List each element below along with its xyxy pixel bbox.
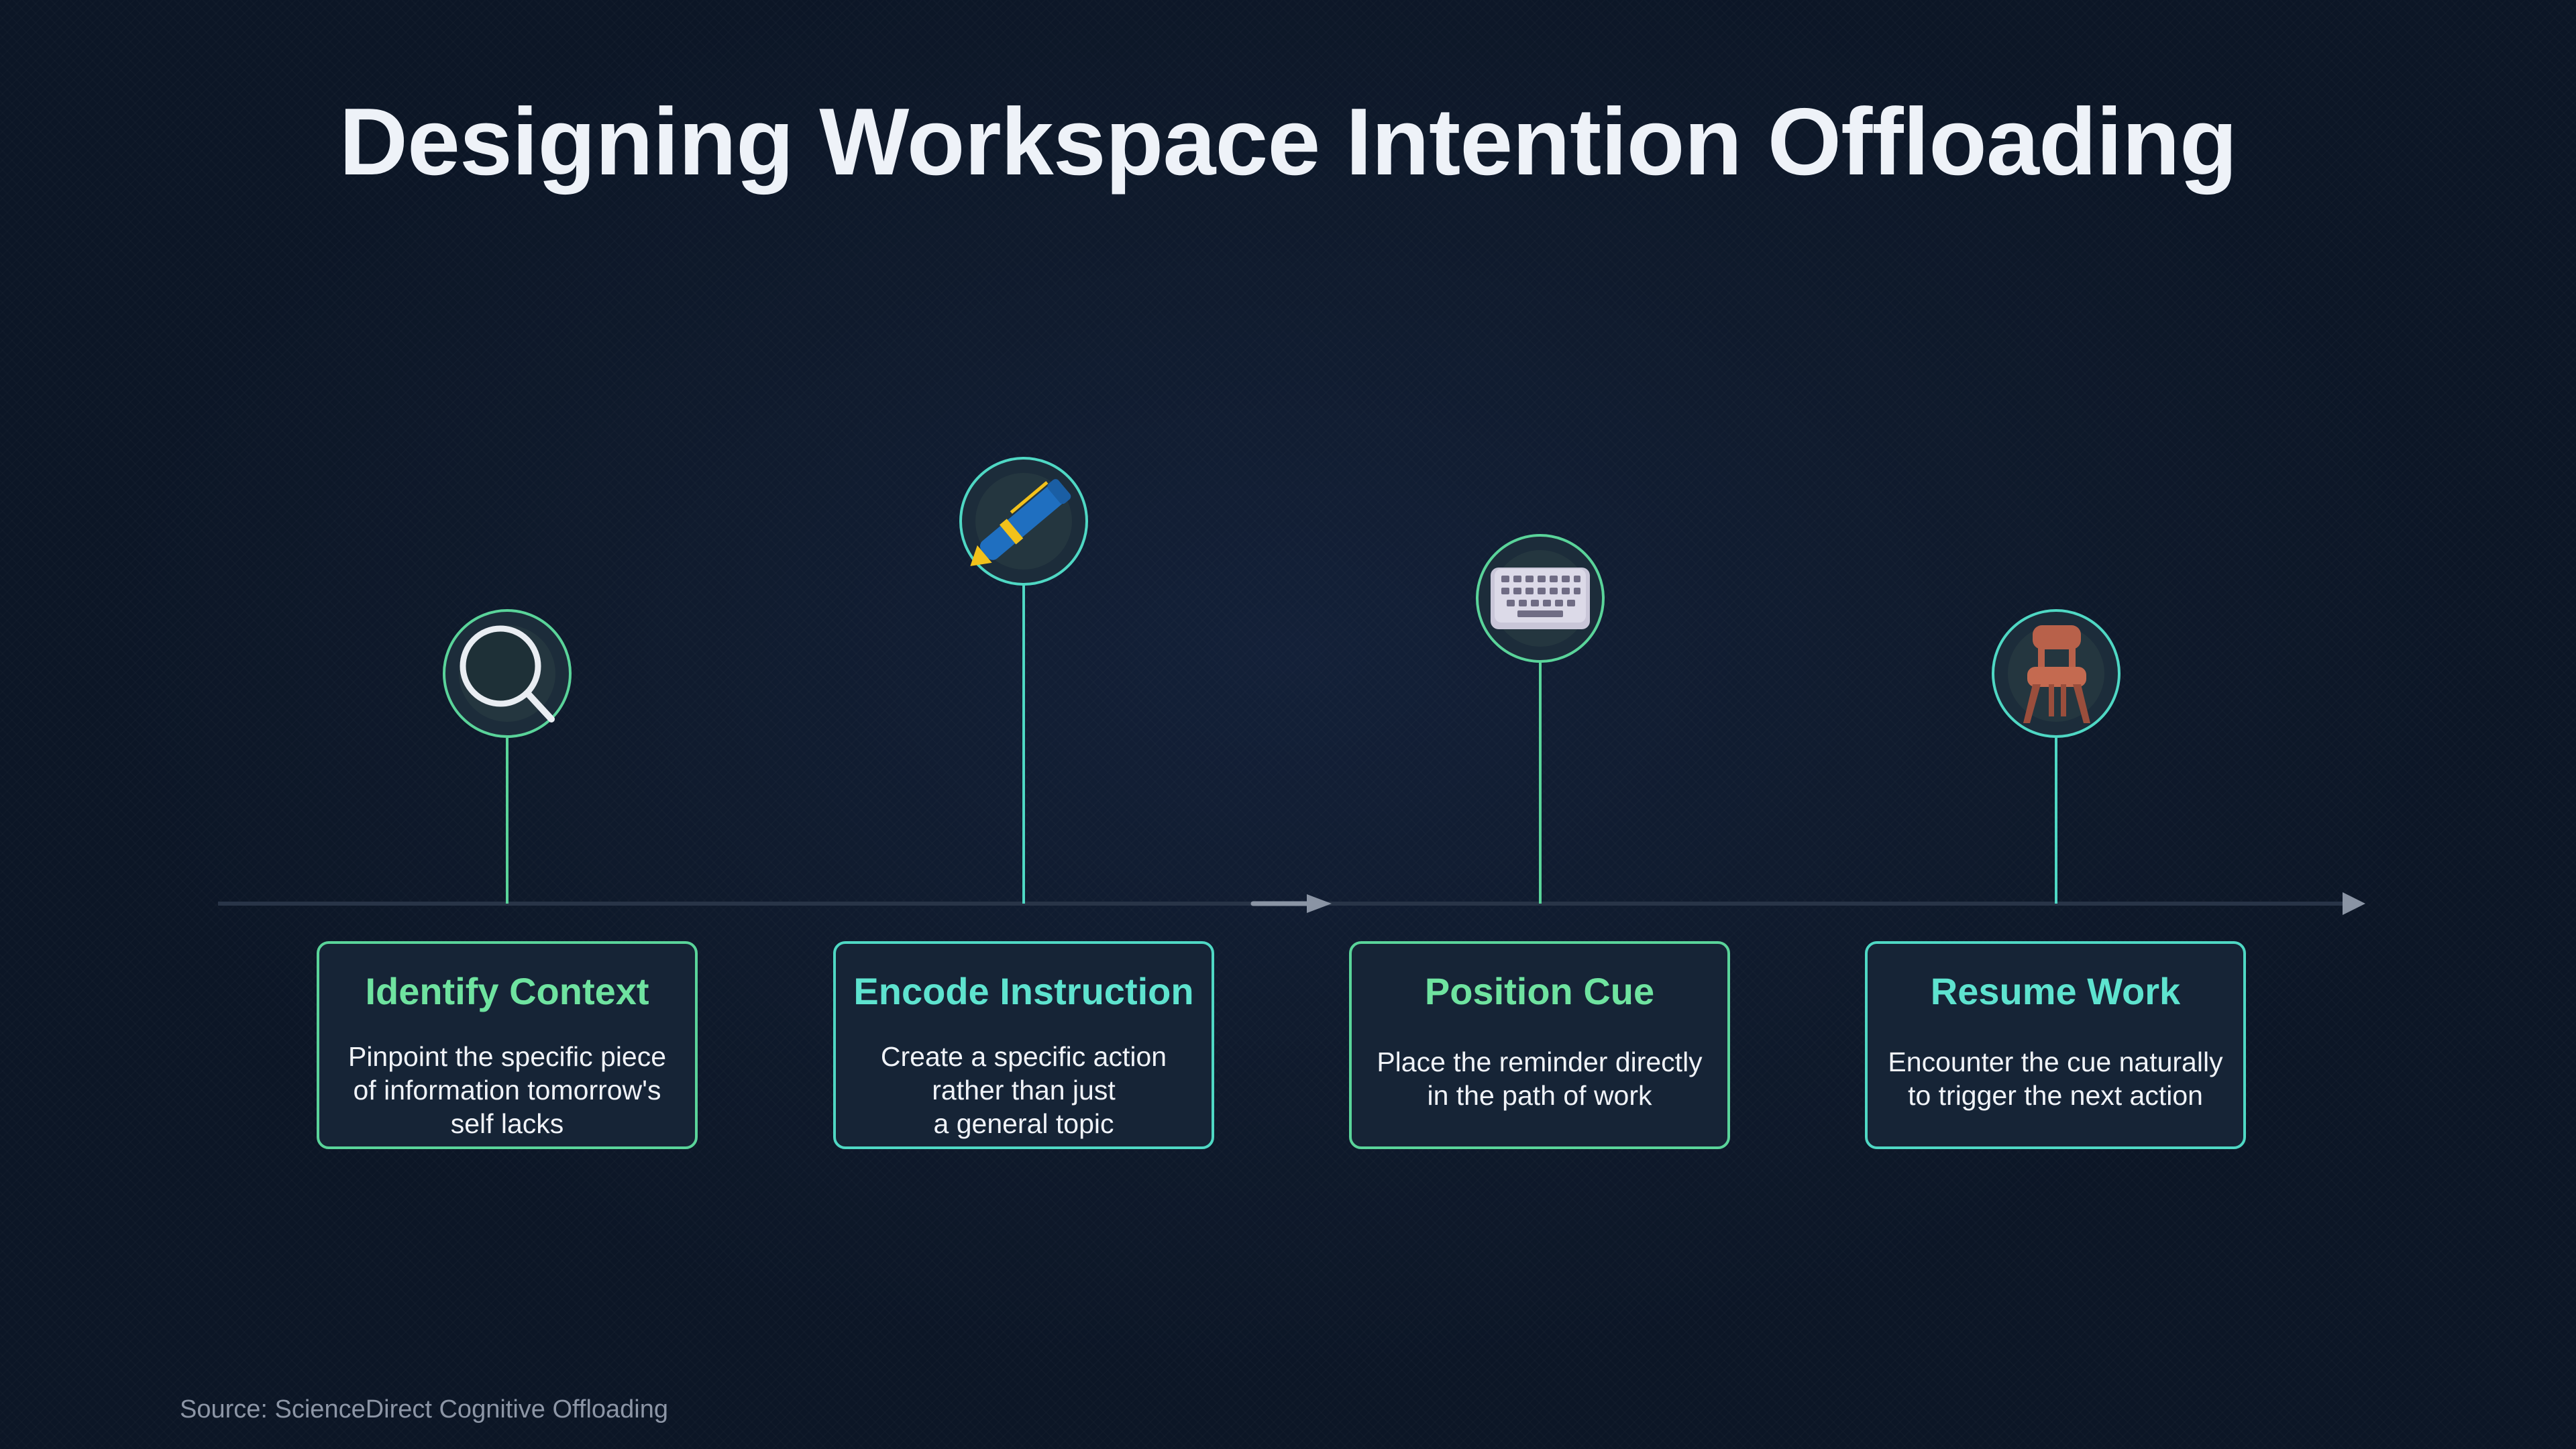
page-title: Designing Workspace Intention Offloading [339,89,2237,195]
source-caption: Source: ScienceDirect Cognitive Offloadi… [180,1395,669,1424]
magnifying-glass-icon [460,625,555,722]
step-card-encode-instruction: Encode Instruction Create a specific act… [833,941,1214,1149]
step-title: Identify Context [365,970,649,1012]
step-title: Encode Instruction [853,970,1194,1012]
step-description: Create a specific action rather than jus… [880,1041,1167,1139]
pen-icon [970,479,1071,566]
step-card-position-cue: Position Cue Place the reminder directly… [1349,941,1730,1149]
timeline-end-arrow [2343,892,2365,915]
step-description: Pinpoint the specific piece of informati… [347,1041,667,1139]
step-description: Place the reminder directly in the path … [1377,1046,1703,1111]
step-card-identify-context: Identify Context Pinpoint the specific p… [317,941,698,1149]
step-card-resume-work: Resume Work Encounter the cue naturally … [1865,941,2246,1149]
step-title: Position Cue [1424,970,1655,1012]
timeline-mid-arrow-head [1307,894,1332,913]
chair-icon [2023,625,2090,723]
step-title: Resume Work [1930,970,2181,1012]
keyboard-icon [1491,568,1590,629]
step-description: Encounter the cue naturally to trigger t… [1888,1046,2223,1111]
